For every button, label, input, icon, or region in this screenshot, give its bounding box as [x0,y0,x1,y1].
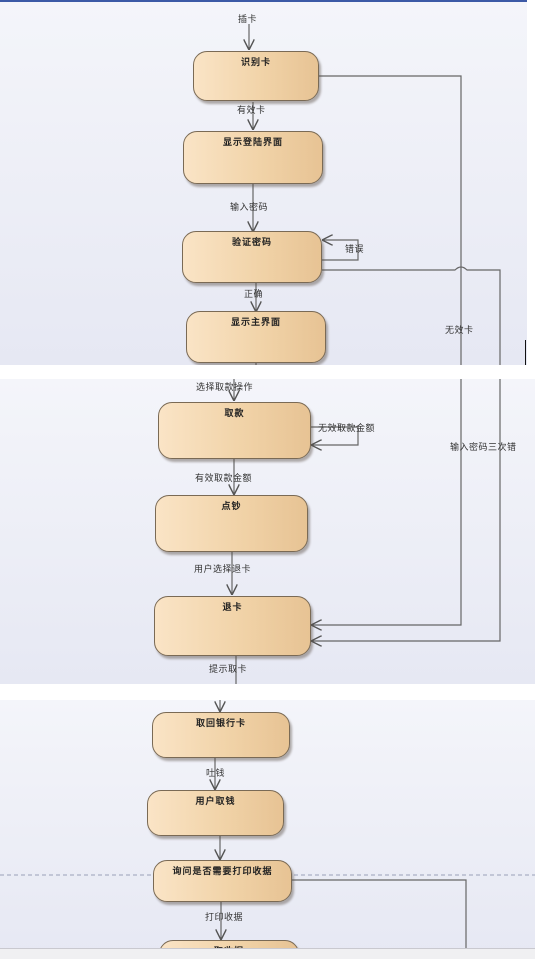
edge-invalid-card-return [311,379,462,625]
diagram-panel-middle: 选择取款操作 取款 无效取款金额 输入密码三次错 有效取款金额 点钞 用户选择退… [0,379,535,684]
edge-invalid-card [318,75,462,365]
node-withdraw[interactable]: 取款 [158,402,311,459]
edge-label-three-times: 输入密码三次错 [450,443,517,453]
edge-label-wrong: 错误 [345,245,365,255]
edge-label-valid-card: 有效卡 [237,106,266,116]
edge-label-valid-amount: 有效取款金额 [195,474,253,484]
edge-label-prompt-take-card: 提示取卡 [209,665,248,675]
node-identify-card[interactable]: 识别卡 [193,51,319,101]
edge-three-times [322,266,501,365]
edge-label-user-select-return: 用户选择退卡 [194,565,252,575]
edge-label-select-withdraw: 选择取款操作 [196,383,254,393]
bottom-status-strip [0,948,535,959]
node-show-login[interactable]: 显示登陆界面 [183,131,323,184]
panel-middle-connectors [0,379,501,684]
edge-invalid-amount-loop [311,426,359,445]
node-ask-print-receipt[interactable]: 询问是否需要打印收据 [153,860,292,902]
edge-label-correct: 正确 [244,290,264,300]
node-return-card[interactable]: 退卡 [154,596,311,656]
edge-label-invalid-card: 无效卡 [445,326,474,336]
edge-label-dispense-cash: 吐钱 [206,769,226,779]
edge-wrong-loop [322,240,359,261]
edge-label-print-receipt: 打印收据 [205,913,244,923]
node-user-take-cash[interactable]: 用户取钱 [147,790,284,836]
diagram-panel-bottom: 取回银行卡 吐钱 用户取钱 询问是否需要打印收据 打印收据 取收据 [0,700,535,958]
node-show-main[interactable]: 显示主界面 [186,311,326,363]
edge-label-invalid-amount: 无效取款金额 [318,424,376,434]
edge-three-times-return [311,379,501,641]
diagram-panel-top: 插卡 识别卡 有效卡 显示登陆界面 输入密码 验证密码 错误 正确 显示主界面 … [0,0,527,365]
panel-top-connectors [0,24,501,365]
node-verify-password[interactable]: 验证密码 [182,231,322,283]
node-count-cash[interactable]: 点钞 [155,495,308,552]
edge-no-print [292,879,467,958]
edge-label-enter-password: 输入密码 [230,203,269,213]
edge-label-insert-card: 插卡 [238,15,258,25]
node-retrieve-card[interactable]: 取回银行卡 [152,712,290,758]
text-cursor [525,340,526,365]
